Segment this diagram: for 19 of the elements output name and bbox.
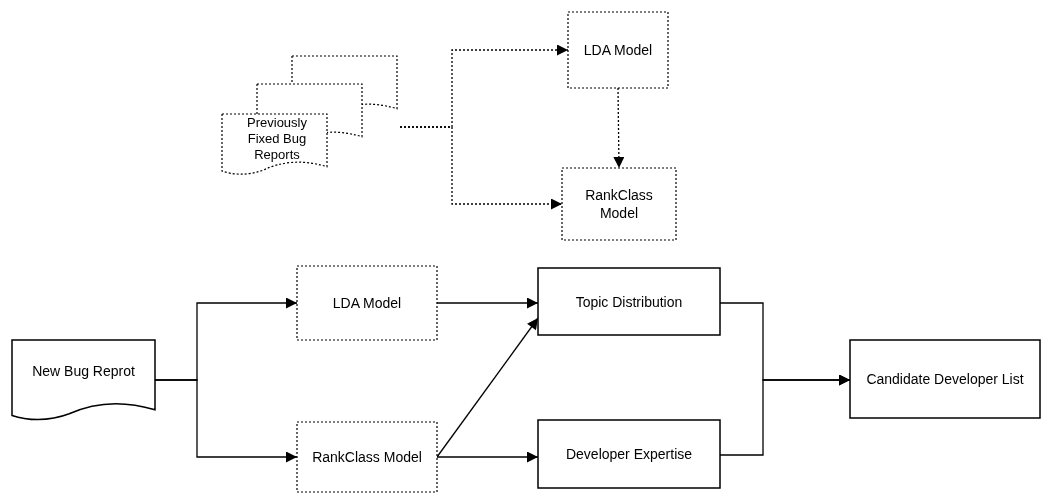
process-box [297,266,437,340]
process-box [297,422,437,492]
document-stack [222,56,400,174]
process-box [850,340,1040,418]
process-box [568,12,668,88]
process-box [562,168,676,240]
node-label: LDA Model [583,41,653,59]
arrow [399,126,563,210]
node-label: RankClass Model [312,448,422,466]
node-label: Developer Expertise [565,445,693,463]
node-label: LDA Model [332,294,402,312]
node-label: New Bug Reprot [32,361,135,380]
node-label: RankClass Model [584,186,654,222]
process-box [538,268,720,335]
node-label: Candidate Developer List [866,370,1024,388]
document-shape [12,340,155,422]
node-label: Topic Distribution [575,292,683,311]
process-box [538,420,720,488]
node-label: Previously Fixed Bug Reports [246,115,308,163]
